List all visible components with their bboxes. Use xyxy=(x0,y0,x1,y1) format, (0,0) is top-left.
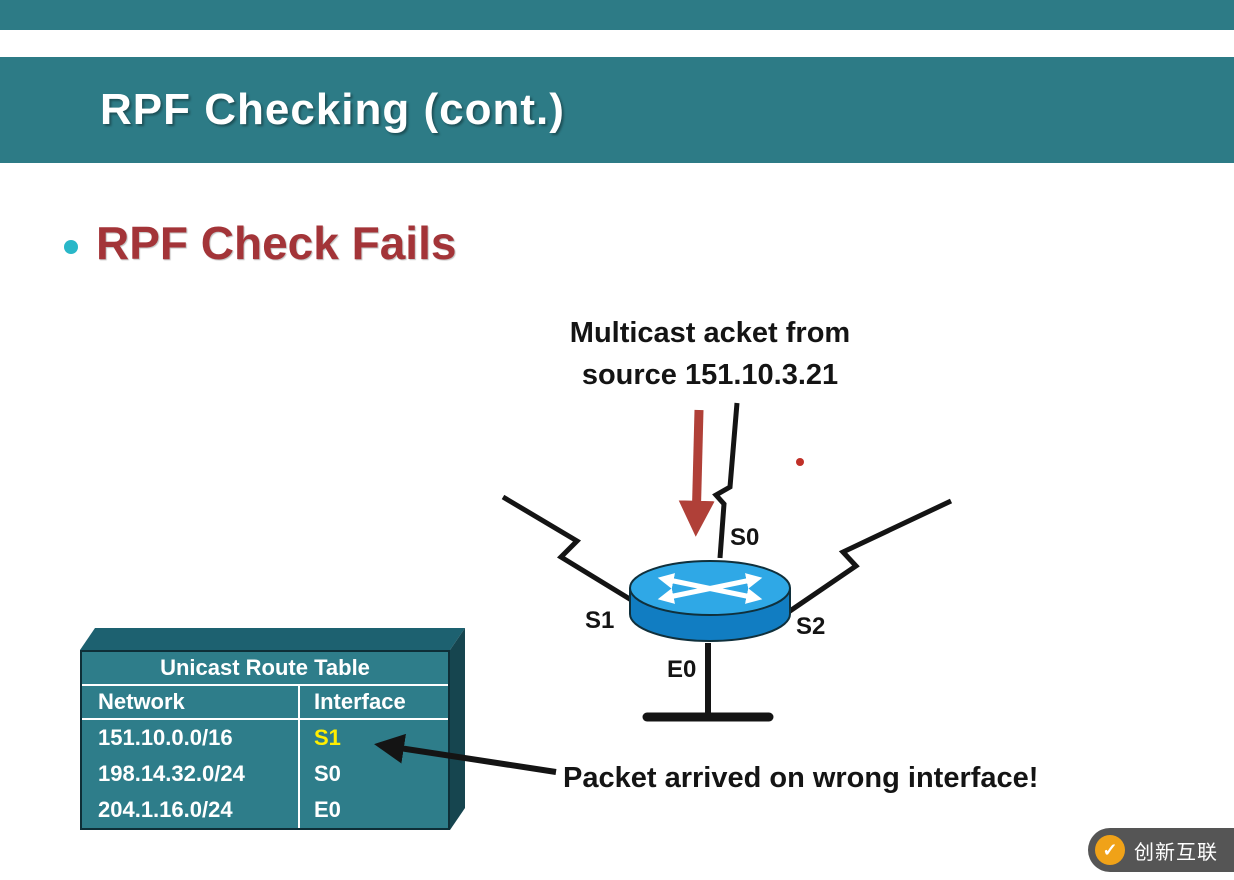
interface-label-s0: S0 xyxy=(730,524,760,551)
slide-title: RPF Checking (cont.) xyxy=(100,85,565,134)
table-top-face xyxy=(80,628,465,650)
packet-source-label: Multicast acket from source 151.10.3.21 xyxy=(460,312,960,396)
unicast-route-table: Unicast Route Table Network Interface 15… xyxy=(80,628,465,830)
packet-label-line2: source 151.10.3.21 xyxy=(581,359,839,392)
route-cell-network-1: 198.14.32.0/24 xyxy=(82,756,300,792)
annotation-text: Packet arrived on wrong interface! xyxy=(563,762,1039,794)
packet-arrow-icon xyxy=(678,409,715,537)
router-icon xyxy=(629,560,791,642)
bullet-icon xyxy=(64,240,78,254)
route-cell-network-0: 151.10.0.0/16 xyxy=(82,720,300,756)
packet-label-line1: Multicast acket from xyxy=(569,317,851,349)
table-right-face xyxy=(450,628,465,830)
table-row: 198.14.32.0/24 S0 xyxy=(82,756,448,792)
interface-label-s1: S1 xyxy=(585,607,615,634)
watermark-logo-icon: ✓ xyxy=(1095,835,1125,865)
route-cell-network-2: 204.1.16.0/24 xyxy=(82,792,300,828)
route-cell-interface-highlight: S1 xyxy=(314,725,341,750)
table-front-face: Unicast Route Table Network Interface 15… xyxy=(80,650,450,830)
route-cell-interface-2: E0 xyxy=(314,797,341,822)
table-header-row: Network Interface xyxy=(82,686,448,720)
table-header-network: Network xyxy=(82,686,300,718)
table-header-interface: Interface xyxy=(314,689,406,714)
interface-label-s2: S2 xyxy=(796,613,826,640)
table-row: 204.1.16.0/24 E0 xyxy=(82,792,448,828)
top-strip xyxy=(0,0,1234,30)
watermark: ✓ 创新互联 xyxy=(1088,828,1234,872)
route-cell-interface-1: S0 xyxy=(314,761,341,786)
red-dot-artifact xyxy=(796,458,804,466)
table-row: 151.10.0.0/16 S1 xyxy=(82,720,448,756)
bullet-row: RPF Check Fails xyxy=(64,216,456,270)
header-bar: RPF Checking (cont.) xyxy=(0,57,1234,163)
table-title: Unicast Route Table xyxy=(82,652,448,686)
watermark-text: 创新互联 xyxy=(1134,841,1218,864)
link-s1-icon xyxy=(501,494,635,604)
bullet-text: RPF Check Fails xyxy=(96,217,457,269)
link-s2-icon xyxy=(785,498,953,616)
interface-label-e0: E0 xyxy=(667,656,697,683)
